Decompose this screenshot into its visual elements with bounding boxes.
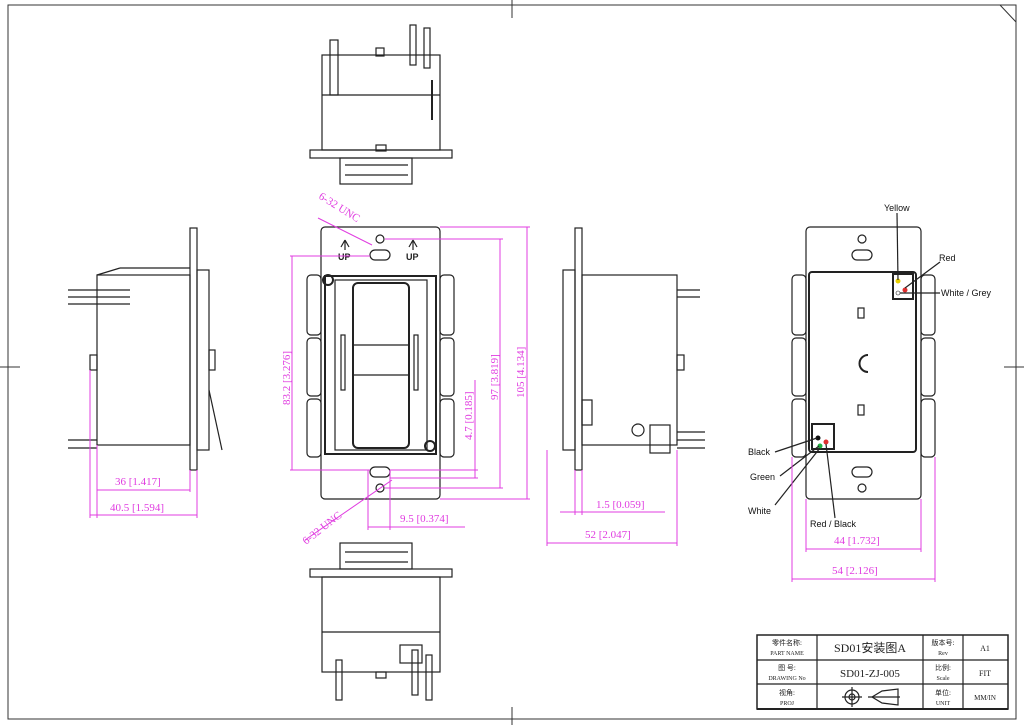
dim-plate-1-5: 1.5 [0.059]: [596, 499, 645, 511]
part-name-label-cn: 零件名称:: [772, 638, 802, 647]
drawing-no-value: SD01-ZJ-005: [840, 668, 900, 680]
bottom-view: [309, 542, 453, 701]
rev-label: Rev: [938, 651, 948, 657]
right-side-view: [562, 227, 705, 471]
back-view: Yellow Red White / Grey Black Green Whit…: [748, 203, 992, 529]
dim-depth-52: 52 [2.047]: [585, 529, 631, 541]
rev-label-cn: 版本号:: [932, 638, 955, 647]
scale-value: FIT: [979, 669, 991, 678]
drawing-no-label: DRAWING No: [768, 676, 805, 682]
proj-label-cn: 视角:: [779, 688, 795, 697]
unit-label-cn: 单位:: [935, 688, 951, 697]
wire-label-yellow: Yellow: [884, 203, 910, 213]
projection-symbol-icon: [842, 687, 900, 707]
dim-offset-4-7: 4.7 [0.185]: [463, 391, 475, 440]
part-name-label: PART NAME: [770, 651, 804, 657]
unit-label: UNIT: [936, 701, 951, 707]
wire-label-white: White: [748, 506, 771, 516]
top-view: [309, 24, 453, 185]
rev-value: A1: [980, 644, 990, 653]
part-name-value: SD01安装图A: [834, 640, 906, 655]
dim-height-83: 83.2 [3.276]: [281, 351, 293, 405]
wire-label-white-grey: White / Grey: [941, 288, 992, 298]
dim-width-44: 44 [1.732]: [834, 535, 880, 547]
wire-label-red: Red: [939, 253, 956, 263]
dim-thread-bottom: 6-32 UNC: [300, 510, 344, 548]
dim-height-97: 97 [3.819]: [489, 354, 501, 400]
dim-width-9-5: 9.5 [0.374]: [400, 513, 449, 525]
drawing-no-label-cn: 图 号:: [778, 664, 796, 672]
up-label-right: UP: [406, 252, 419, 262]
dim-depth-36: 36 [1.417]: [115, 476, 161, 488]
proj-label: PROJ: [780, 701, 795, 707]
scale-label-cn: 比例:: [935, 663, 951, 672]
dim-width-54: 54 [2.126]: [832, 565, 878, 577]
wire-label-red-black: Red / Black: [810, 519, 857, 529]
front-view: UP UP: [306, 226, 455, 500]
wire-label-green: Green: [750, 472, 775, 482]
wire-label-black: Black: [748, 447, 771, 457]
dim-thread-top: 6-32 UNC: [316, 190, 361, 225]
unit-value: MM/IN: [974, 694, 996, 702]
dim-height-105: 105 [4.134]: [515, 347, 527, 398]
up-label-left: UP: [338, 252, 351, 262]
title-block: 零件名称: PART NAME SD01安装图A 版本号: Rev A1 图 号…: [756, 634, 1009, 710]
dim-depth-40-5: 40.5 [1.594]: [110, 502, 164, 514]
left-side-view: [68, 227, 223, 471]
scale-label: Scale: [937, 676, 950, 682]
